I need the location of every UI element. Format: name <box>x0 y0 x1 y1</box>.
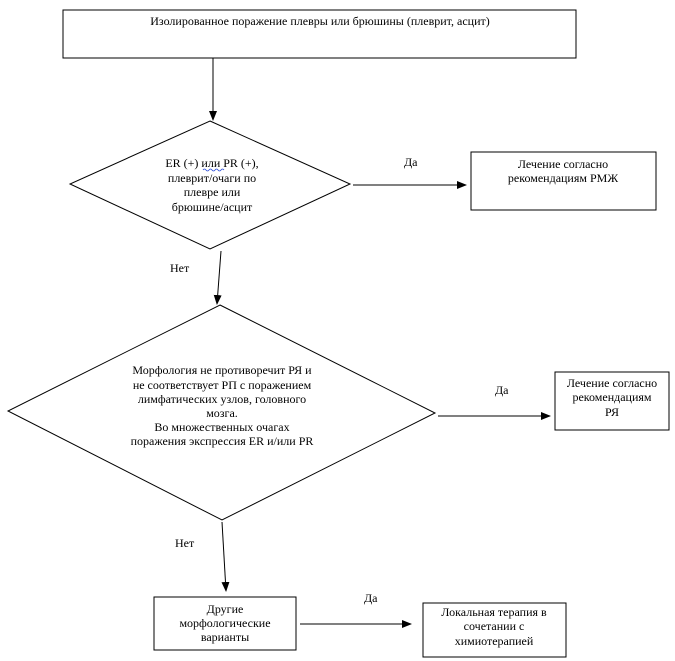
decision2-line: лимфатических узлов, головного <box>138 392 306 406</box>
result2-box: Лечение согласно рекомендациям РЯ <box>554 371 670 431</box>
result3-box: Локальная терапия в сочетании с химиотер… <box>422 602 567 658</box>
label-yes2: Да <box>495 383 509 397</box>
result1-box: Лечение согласно рекомендациям РМЖ <box>470 151 657 211</box>
result3-line: сочетании с <box>464 619 525 633</box>
result2-line: рекомендациям <box>572 390 651 404</box>
result3-line: химиотерапией <box>455 634 534 648</box>
result2-line: Лечение согласно <box>567 376 657 390</box>
arrow-no1 <box>213 250 222 305</box>
decision1-diamond: ER (+) или PR (+), плеврит/очаги по плев… <box>68 120 352 250</box>
spellcheck-underline <box>202 168 225 172</box>
start-box: Изолированное поражение плевры или брюши… <box>62 9 577 59</box>
decision2-line: мозга. <box>206 406 238 420</box>
decision1-line: брюшине/асцит <box>172 200 253 214</box>
decision2-line: Во множественных очагах <box>154 420 289 434</box>
result2-line: РЯ <box>605 405 619 419</box>
other-box: Другие морфологические варианты <box>153 596 297 651</box>
decision1-line: ER (+) или PR (+), <box>165 156 258 170</box>
decision2-line: не соответствует РП с поражением <box>133 378 312 392</box>
decision2-line: Морфология не противоречит РЯ и <box>132 363 312 377</box>
label-no2: Нет <box>175 536 195 550</box>
decision2-line: поражения экспрессия ER и/или PR <box>131 434 314 448</box>
other-line: варианты <box>201 630 249 644</box>
arrow-no2 <box>221 521 230 592</box>
start-text: Изолированное поражение плевры или брюши… <box>150 14 490 28</box>
label-yes1: Да <box>404 155 418 169</box>
label-no1: Нет <box>170 261 190 275</box>
result1-line: Лечение согласно <box>518 157 608 171</box>
decision2-diamond: Морфология не противоречит РЯ и не соотв… <box>6 304 437 521</box>
decision1-line: плеврит/очаги по <box>168 171 256 185</box>
label-yes3: Да <box>364 591 378 605</box>
other-line: морфологические <box>179 616 270 630</box>
decision1-line: плевре или <box>184 185 241 199</box>
result3-line: Локальная терапия в <box>441 605 547 619</box>
result1-line: рекомендациям РМЖ <box>508 171 618 185</box>
other-line: Другие <box>207 602 244 616</box>
